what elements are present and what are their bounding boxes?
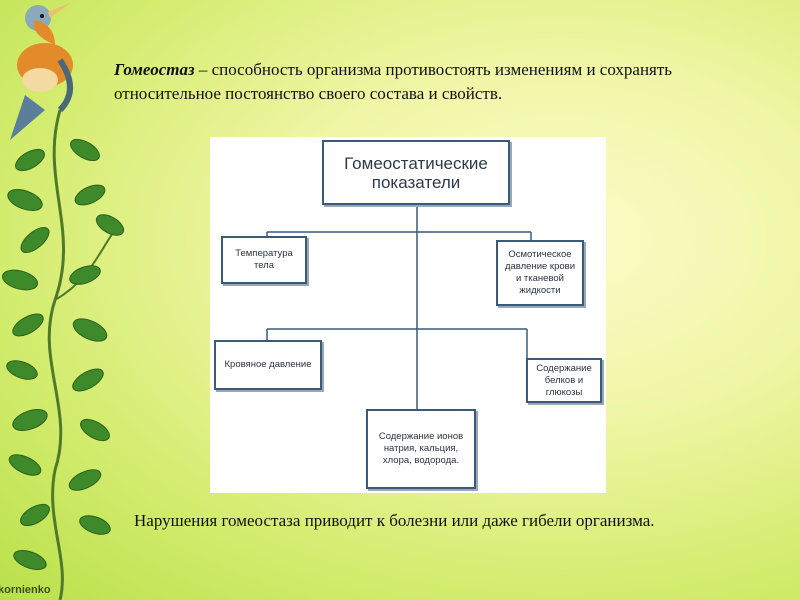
node-osmotic-pressure: Осмотическое давление крови и тканевой ж…	[496, 240, 584, 306]
watermark: kornienko	[0, 584, 51, 596]
node-ions: Содержание ионов натрия, кальция, хлора,…	[366, 409, 476, 489]
node-temperature: Температура тела	[221, 236, 307, 284]
diagram-root-node: Гомеостатические показатели	[322, 140, 510, 205]
bird-icon	[10, 2, 73, 140]
homeostasis-diagram: Гомеостатические показатели Температура …	[210, 137, 606, 493]
definition-term: Гомеостаз	[114, 60, 195, 79]
consequence-text: Нарушения гомеостаза приводит к болезни …	[134, 508, 734, 534]
definition-text: Гомеостаз – способность организма против…	[114, 58, 714, 106]
node-blood-pressure: Кровяное давление	[214, 340, 322, 390]
node-proteins-glucose: Содержание белков и глюкозы	[526, 358, 602, 403]
definition-body: – способность организма противостоять из…	[114, 60, 672, 103]
